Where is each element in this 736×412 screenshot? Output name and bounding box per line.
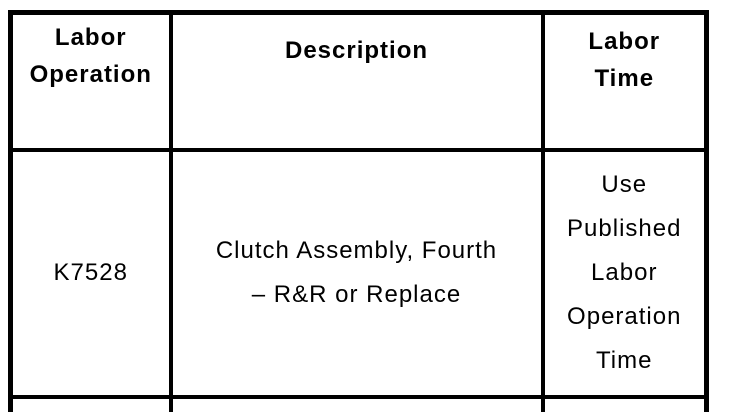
header-labor-time-line1: Labor <box>588 28 661 55</box>
table-row: K7528 Clutch Assembly, Fourth – R&R or R… <box>8 147 709 399</box>
labor-operations-table: Labor Operation Description Labor Time K… <box>8 10 709 412</box>
header-labor-operation: Labor Operation <box>8 10 173 152</box>
cell-description: Clutch Assembly, Fourth – R&R or Replace <box>168 147 545 399</box>
labor-time-line2: Published <box>567 215 682 242</box>
header-description-line1: Description <box>284 37 429 64</box>
next-row-partial <box>8 394 709 412</box>
labor-time-line5: Time <box>596 347 653 374</box>
cell-labor-operation-code: K7528 <box>8 147 173 399</box>
labor-time-line4: Operation <box>567 303 682 330</box>
header-labor-time: Labor Time <box>540 10 709 152</box>
labor-operation-code: K7528 <box>53 259 128 286</box>
header-description: Description <box>168 10 545 152</box>
header-labor-time-line2: Time <box>594 65 655 92</box>
description-line2: – R&R or Replace <box>251 281 462 308</box>
next-row-cell-2 <box>168 394 545 412</box>
labor-time-line3: Labor <box>591 259 658 286</box>
description-line1: Clutch Assembly, Fourth <box>215 237 498 264</box>
next-row-cell-3 <box>540 394 709 412</box>
table-header-row: Labor Operation Description Labor Time <box>8 10 709 152</box>
labor-time-line1: Use <box>601 171 648 198</box>
next-row-cell-1 <box>8 394 173 412</box>
header-labor-operation-line2: Operation <box>29 61 152 88</box>
header-labor-operation-line1: Labor <box>54 24 127 51</box>
cell-labor-time: Use Published Labor Operation Time <box>540 147 709 399</box>
